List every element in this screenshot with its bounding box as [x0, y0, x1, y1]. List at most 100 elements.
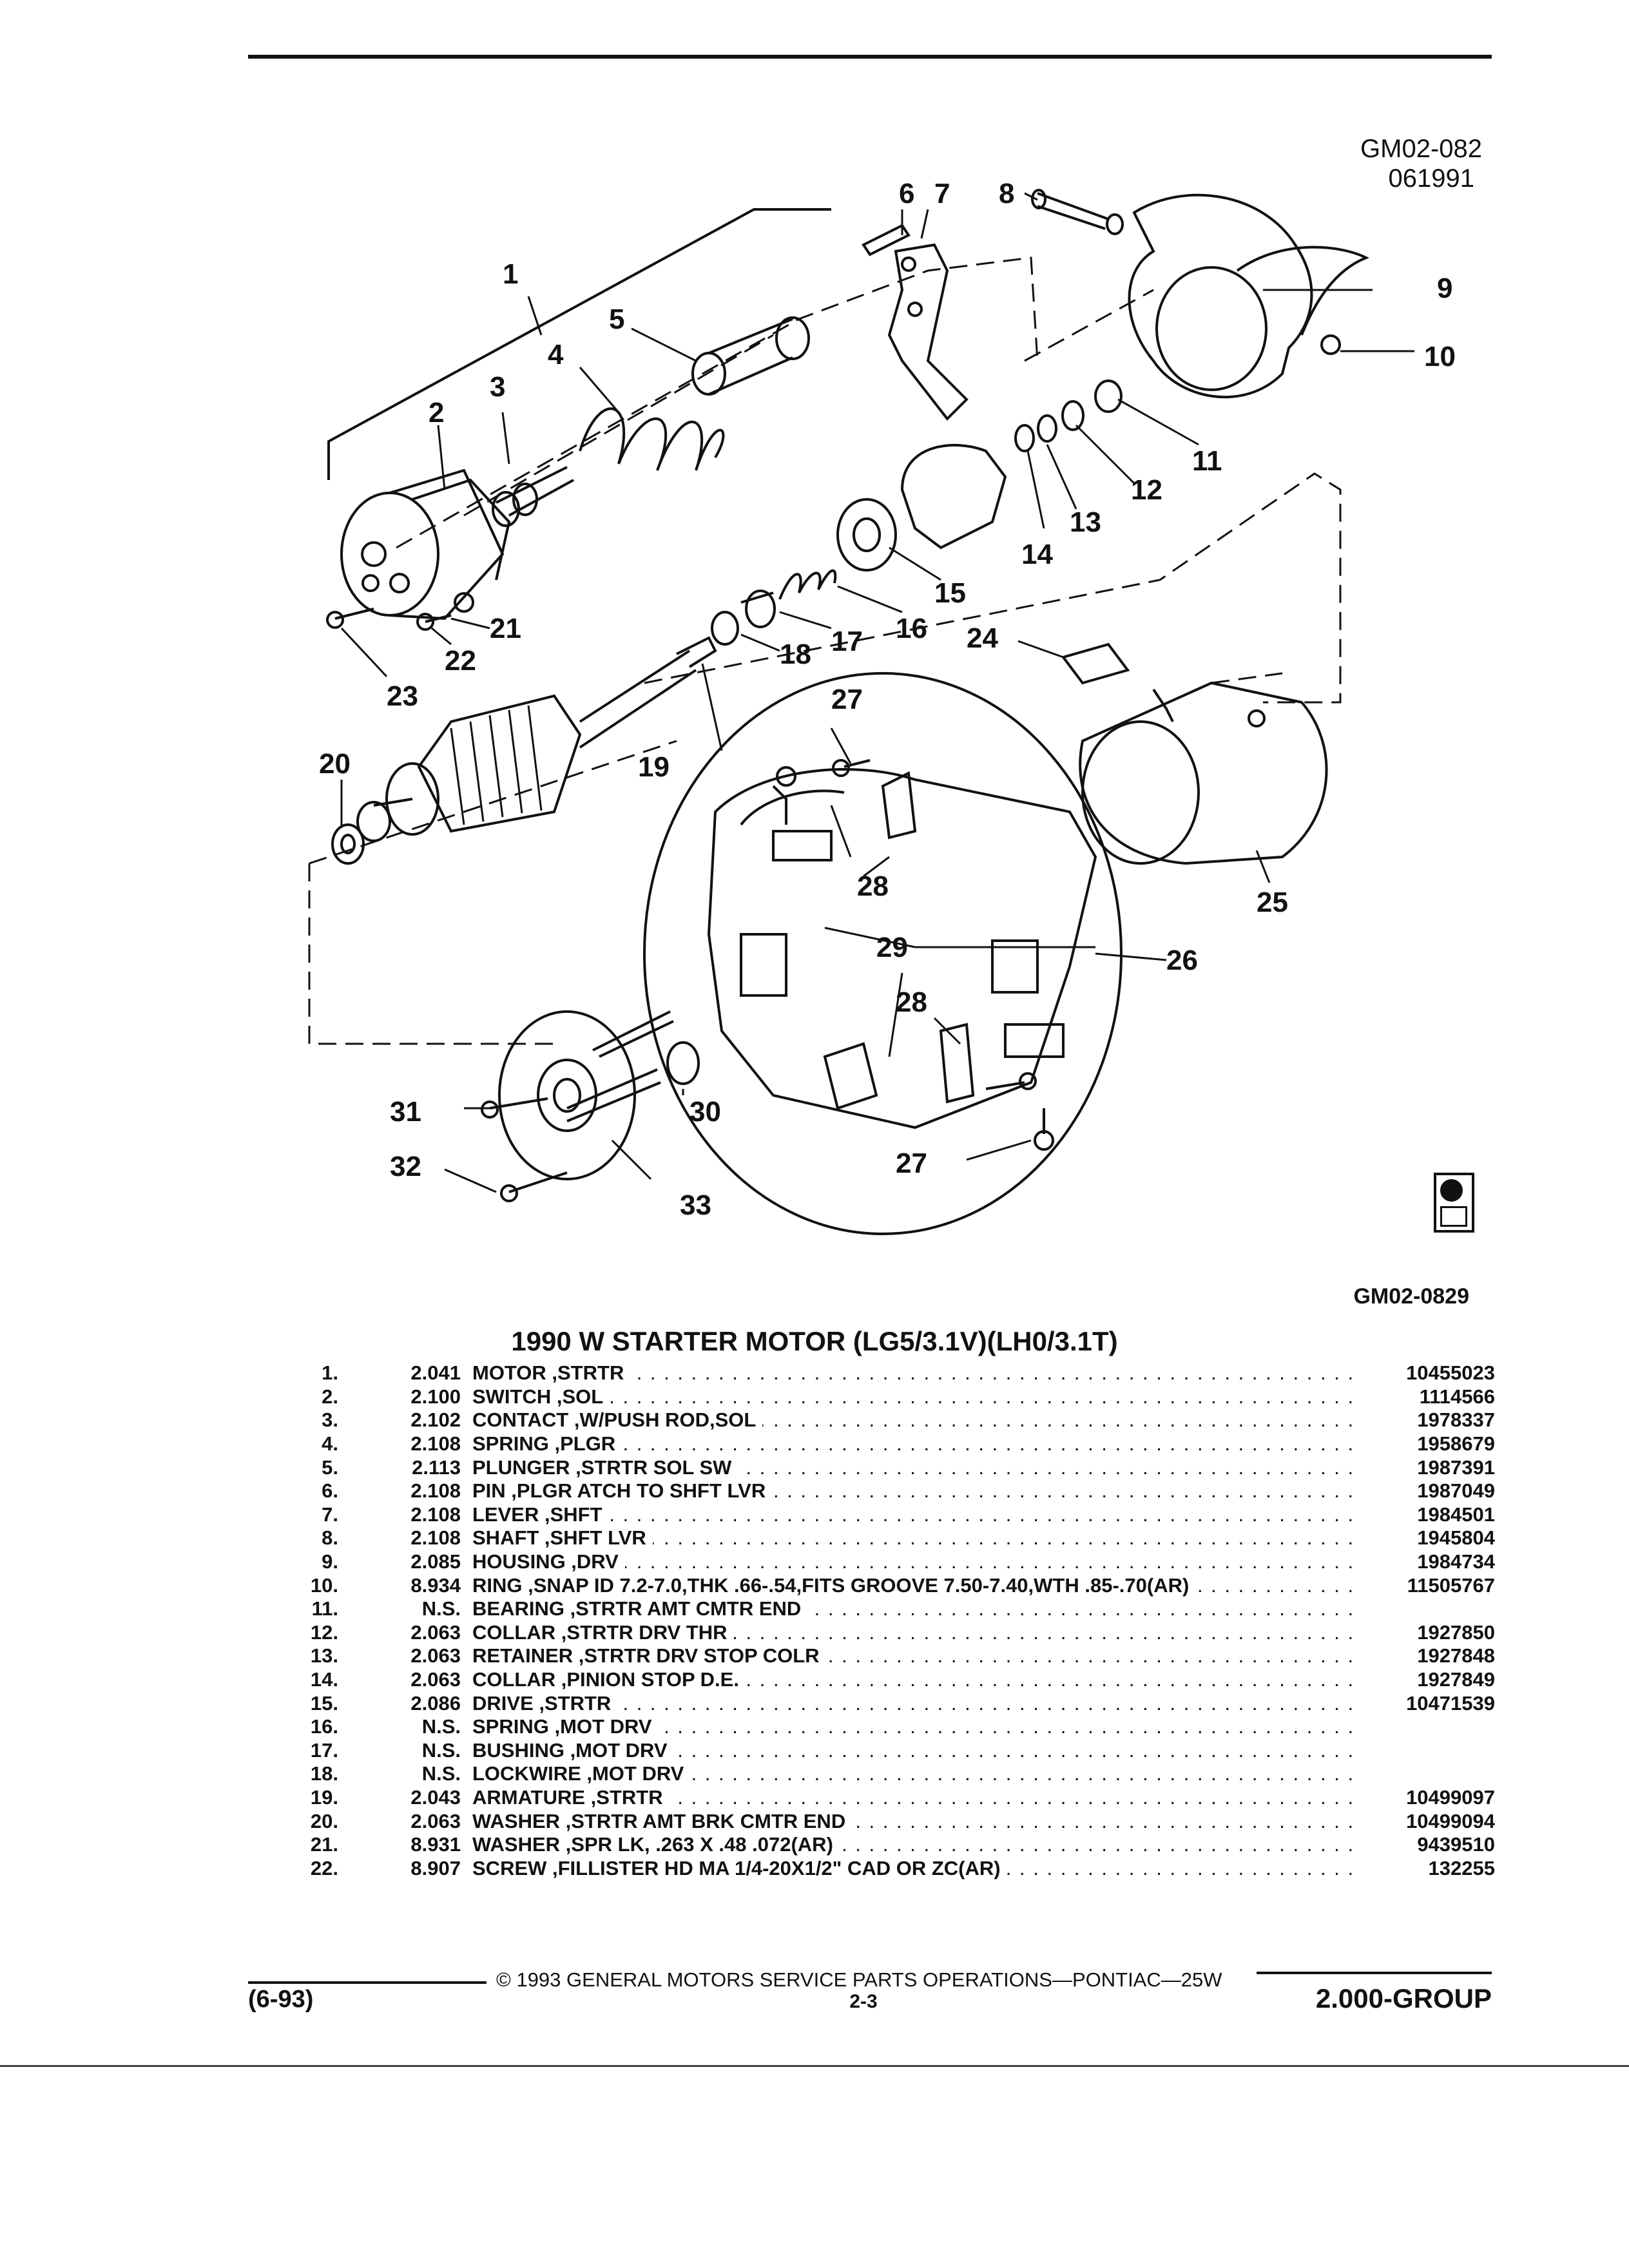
part-number: 10471539 [1406, 1691, 1495, 1715]
group-number: 2.100 [410, 1385, 461, 1408]
part-description: BUSHING ,MOT DRV [472, 1738, 1353, 1762]
item-number: 17. [310, 1738, 338, 1762]
item-number: 6. [322, 1479, 338, 1503]
group-number: N.S. [421, 1597, 461, 1620]
footer-rule-left [248, 1981, 487, 1984]
callout-15: 15 [934, 577, 966, 609]
page-number: 2-3 [849, 1991, 878, 2012]
part-description: WASHER ,STRTR AMT BRK CMTR END [472, 1809, 1353, 1833]
group-number: 2.108 [410, 1526, 461, 1550]
item-number: 7. [322, 1503, 338, 1526]
part-number: 10455023 [1406, 1361, 1495, 1385]
group-number: 2.041 [410, 1361, 461, 1385]
callout-27-bottom: 27 [896, 1148, 927, 1179]
callout-1: 1 [503, 258, 518, 290]
parts-row: 19. 2.043 ARMATURE ,STRTR 10499097 [271, 1785, 1495, 1810]
callout-5: 5 [609, 303, 624, 335]
item-number: 2. [322, 1385, 338, 1408]
item-number: 19. [310, 1785, 338, 1809]
group-number: 2.086 [410, 1691, 461, 1715]
part-number: 1984501 [1417, 1503, 1495, 1526]
callout-11: 11 [1192, 445, 1222, 477]
callout-32: 32 [390, 1151, 421, 1182]
part-number: 1927848 [1417, 1644, 1495, 1667]
callout-23: 23 [387, 680, 418, 712]
callout-21: 21 [490, 613, 521, 644]
bottom-scan-line [0, 2065, 1629, 2067]
footer-rule-right [1257, 1972, 1492, 1974]
item-number: 18. [310, 1762, 338, 1785]
part-number: 10499097 [1406, 1785, 1495, 1809]
group-number: 2.113 [412, 1456, 461, 1479]
item-number: 3. [322, 1408, 338, 1432]
part-description: MOTOR ,STRTR [472, 1361, 1353, 1385]
part-description: RING ,SNAP ID 7.2-7.0,THK .66-.54,FITS G… [472, 1573, 1353, 1597]
group-number: 8.934 [410, 1573, 461, 1597]
item-number: 16. [310, 1715, 338, 1738]
callout-29: 29 [876, 932, 908, 963]
callout-14: 14 [1021, 539, 1053, 570]
part-description: PLUNGER ,STRTR SOL SW [472, 1456, 1353, 1479]
callout-31: 31 [390, 1096, 421, 1128]
part-description: SPRING ,PLGR [472, 1432, 1353, 1456]
footer-date-code: (6-93) [248, 1986, 314, 2013]
callout-27-top: 27 [831, 684, 863, 715]
part-number: 1927850 [1417, 1620, 1495, 1644]
callout-13: 13 [1070, 506, 1101, 538]
part-description: SCREW ,FILLISTER HD MA 1/4-20X1/2" CAD O… [472, 1856, 1353, 1880]
group-number: 2.108 [410, 1432, 461, 1456]
callout-8: 8 [999, 178, 1014, 209]
top-rule [248, 55, 1492, 59]
part-number: 1958679 [1417, 1432, 1495, 1456]
callout-17: 17 [831, 626, 863, 657]
item-number: 8. [322, 1526, 338, 1550]
callout-9: 9 [1437, 273, 1452, 304]
callout-16: 16 [896, 613, 927, 644]
page-title: 1990 W STARTER MOTOR (LG5/3.1V)(LH0/3.1T… [511, 1326, 1118, 1356]
figure-code: GM02-0829 [1353, 1284, 1469, 1309]
item-number: 22. [310, 1856, 338, 1879]
copyright-text: © 1993 GENERAL MOTORS SERVICE PARTS OPER… [496, 1968, 1222, 1991]
parts-row: 17.N.S.BUSHING ,MOT DRV [271, 1738, 1495, 1763]
group-label: 2.000-GROUP [1315, 1983, 1492, 2013]
item-number: 4. [322, 1432, 338, 1456]
group-number: N.S. [421, 1762, 461, 1785]
callout-12: 12 [1131, 474, 1162, 506]
group-number: N.S. [421, 1715, 461, 1738]
part-number: 132255 [1428, 1856, 1495, 1879]
part-number: 9439510 [1417, 1833, 1495, 1856]
callout-28-top: 28 [857, 870, 889, 902]
callout-6: 6 [899, 178, 914, 209]
item-number: 15. [310, 1691, 338, 1715]
part-description: ARMATURE ,STRTR [472, 1785, 1353, 1809]
callout-7: 7 [934, 178, 950, 209]
gm-spo-logo-icon [1434, 1173, 1474, 1233]
group-number: 2.043 [410, 1785, 461, 1809]
part-number: 1987391 [1417, 1456, 1495, 1479]
item-number: 14. [310, 1668, 338, 1691]
part-description: BEARING ,STRTR AMT CMTR END [472, 1597, 1353, 1620]
part-number: 1945804 [1417, 1526, 1495, 1550]
part-number: 1987049 [1417, 1479, 1495, 1503]
part-description: SPRING ,MOT DRV [472, 1715, 1353, 1738]
part-description: COLLAR ,STRTR DRV THR [472, 1620, 1353, 1644]
part-number: 1114566 [1419, 1385, 1495, 1408]
part-description: HOUSING ,DRV [472, 1550, 1353, 1573]
callout-26: 26 [1166, 945, 1198, 976]
group-number: 2.102 [410, 1408, 461, 1432]
item-number: 9. [322, 1550, 338, 1573]
part-number: 1984734 [1417, 1550, 1495, 1573]
part-description: LEVER ,SHFT [472, 1503, 1353, 1526]
item-number: 11. [311, 1597, 338, 1620]
